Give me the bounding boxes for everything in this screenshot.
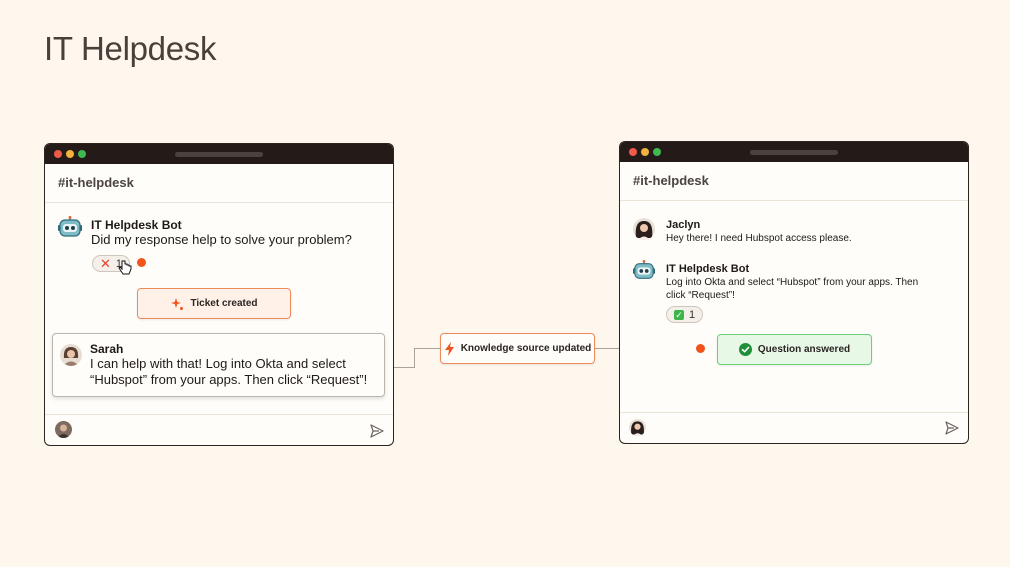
jaclyn-avatar	[633, 218, 655, 240]
address-bar	[750, 150, 838, 155]
current-user-avatar[interactable]	[55, 421, 72, 438]
sarah-message-line-2: “Hubspot” from your apps. Then click “Re…	[90, 372, 368, 387]
user-avatar-icon	[57, 424, 70, 438]
window-titlebar	[620, 142, 968, 162]
bot-name: IT Helpdesk Bot	[666, 263, 750, 275]
bot-avatar-icon	[633, 260, 655, 279]
ticket-created-chip: Ticket created	[137, 288, 291, 319]
bot-name: IT Helpdesk Bot	[91, 218, 182, 232]
knowledge-source-updated-label: Knowledge source updated	[460, 343, 592, 354]
window-titlebar	[45, 144, 393, 164]
send-icon[interactable]	[945, 421, 959, 435]
x-mark-icon: ✕	[100, 256, 111, 271]
channel-name: #it-helpdesk	[620, 162, 968, 201]
knowledge-source-updated-chip: Knowledge source updated	[440, 333, 595, 364]
close-dot[interactable]	[54, 150, 62, 158]
jaclyn-name: Jaclyn	[666, 219, 701, 231]
cursor-hand-icon	[118, 260, 132, 275]
right-chat-window: #it-helpdesk Jaclyn Hey there! I need Hu…	[619, 141, 969, 444]
connector-line	[414, 348, 415, 368]
jaclyn-message-text: Hey there! I need Hubspot access please.	[666, 233, 852, 244]
check-box-icon: ✓	[674, 309, 684, 320]
sarah-avatar	[60, 344, 82, 366]
user-avatar-icon	[635, 221, 653, 240]
ticket-created-label: Ticket created	[190, 298, 258, 309]
sarah-name: Sarah	[90, 342, 124, 356]
reply-card: Sarah I can help with that! Log into Okt…	[52, 333, 385, 397]
connector-dot	[137, 258, 146, 267]
connector-line	[385, 367, 414, 368]
check-circle-icon	[738, 343, 752, 356]
lightning-icon	[444, 341, 454, 356]
minimize-dot[interactable]	[641, 148, 649, 156]
bot-message-line-1: Log into Okta and select “Hubspot” from …	[666, 277, 919, 288]
bot-avatar-icon	[58, 216, 82, 237]
reaction-count: 1	[689, 308, 696, 321]
close-dot[interactable]	[629, 148, 637, 156]
channel-name: #it-helpdesk	[45, 164, 393, 203]
page-title: IT Helpdesk	[44, 30, 217, 67]
user-avatar-icon	[631, 421, 644, 436]
reaction-pill[interactable]: ✓ 1	[666, 306, 704, 323]
maximize-dot[interactable]	[78, 150, 86, 158]
bot-message-text: Did my response help to solve your probl…	[91, 232, 352, 247]
sparkle-icon	[171, 297, 184, 310]
divider	[45, 414, 393, 415]
divider	[620, 412, 968, 413]
address-bar	[175, 152, 263, 157]
connector-dot	[696, 344, 705, 353]
sarah-message-line-1: I can help with that! Log into Okta and …	[90, 356, 346, 371]
reaction-count: 1	[115, 257, 123, 270]
question-answered-chip: Question answered	[717, 334, 872, 365]
bot-message-line-2: click “Request”!	[666, 290, 735, 301]
user-avatar-icon	[63, 347, 79, 366]
question-answered-label: Question answered	[757, 344, 851, 355]
send-icon[interactable]	[370, 424, 384, 438]
maximize-dot[interactable]	[653, 148, 661, 156]
current-user-avatar[interactable]	[629, 419, 646, 436]
minimize-dot[interactable]	[66, 150, 74, 158]
